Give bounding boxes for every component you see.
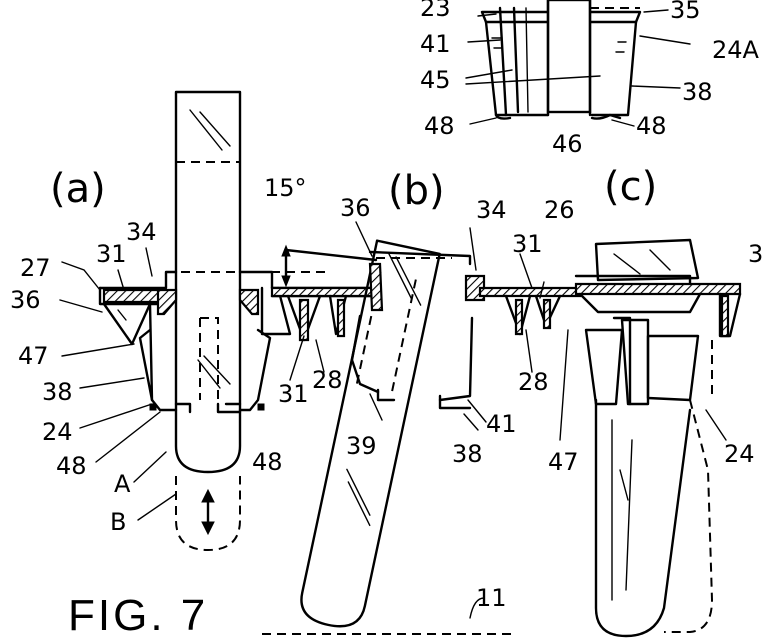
label-24-c: 24 [724, 440, 755, 468]
tube-a [174, 90, 242, 552]
label-41-top: 41 [420, 30, 451, 58]
label-31-a: 31 [96, 240, 127, 268]
panel-a-label: (a) [50, 166, 106, 212]
holder-c [574, 238, 742, 638]
label-34-b: 34 [476, 196, 507, 224]
label-45: 45 [420, 66, 451, 94]
label-a: A [114, 470, 131, 498]
label-24a: 24A [712, 36, 760, 64]
label-36-b: 36 [340, 194, 371, 222]
label-27: 27 [20, 254, 51, 282]
leader-lines [59, 9, 727, 521]
label-28-b: 28 [518, 368, 549, 396]
label-23: 23 [420, 0, 451, 22]
label-46: 46 [552, 130, 583, 158]
label-38-a: 38 [42, 378, 73, 406]
label-11: 11 [476, 584, 507, 612]
motion-arrow [201, 488, 215, 536]
label-24-a: 24 [42, 418, 73, 446]
label-39: 39 [346, 432, 377, 460]
plate-ab [270, 286, 382, 342]
label-34-a: 34 [126, 218, 157, 246]
label-47-a: 47 [18, 342, 49, 370]
label-31-c: 31 [278, 380, 309, 408]
label-b: B [110, 508, 126, 536]
label-26: 26 [544, 196, 575, 224]
angle-indicator [281, 244, 378, 288]
holder-a [98, 270, 330, 414]
label-47-b: 47 [548, 448, 579, 476]
label-48-a-left: 48 [56, 452, 87, 480]
label-35: 35 [670, 0, 701, 24]
label-3-clipped: 3 [748, 240, 763, 268]
holder-b [350, 250, 486, 410]
label-48-a-right: 48 [252, 448, 283, 476]
label-41-b: 41 [486, 410, 517, 438]
label-31-b: 31 [512, 230, 543, 258]
label-28-a: 28 [312, 366, 343, 394]
panel-c-label: (c) [604, 164, 657, 210]
label-48-top-left: 48 [424, 112, 455, 140]
panel-b-label: (b) [388, 168, 445, 214]
figure-title: FIG. 7 [68, 591, 208, 640]
label-38-top: 38 [682, 78, 713, 106]
angle-label: 15° [264, 174, 307, 202]
holder-24a-inset [480, 0, 642, 120]
label-38-b: 38 [452, 440, 483, 468]
label-48-top-right: 48 [636, 112, 667, 140]
reference-labels: 23 35 41 24A 45 38 48 46 48 (a) (b) (c) … [10, 0, 763, 640]
plate-bc [478, 286, 582, 336]
label-36-a: 36 [10, 286, 41, 314]
